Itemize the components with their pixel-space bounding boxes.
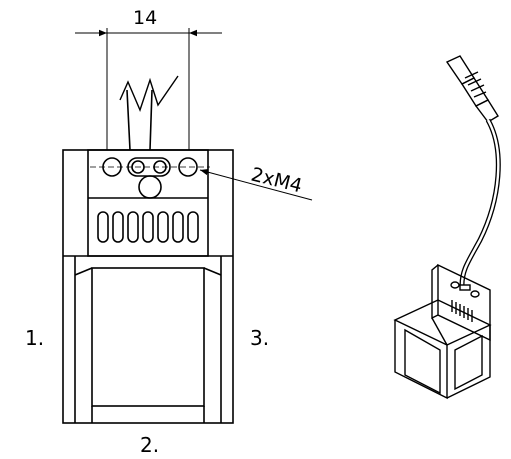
inner-opening [91, 267, 205, 407]
thread-callout: 2xM4 [249, 164, 305, 198]
width-dimension [75, 28, 222, 150]
front-view [62, 28, 313, 424]
isometric-view [393, 55, 501, 400]
cable-stub [119, 75, 179, 151]
sensor-housing-3d [393, 263, 492, 400]
side-label-bottom: 2. [140, 433, 159, 457]
dimension-label: 14 [133, 7, 157, 29]
mounting-hole-right [178, 157, 198, 177]
vent-slots [97, 211, 199, 243]
center-boss [138, 175, 162, 199]
m8-connector [445, 55, 499, 123]
side-label-right: 3. [250, 326, 269, 350]
side-label-left: 1. [25, 326, 44, 350]
